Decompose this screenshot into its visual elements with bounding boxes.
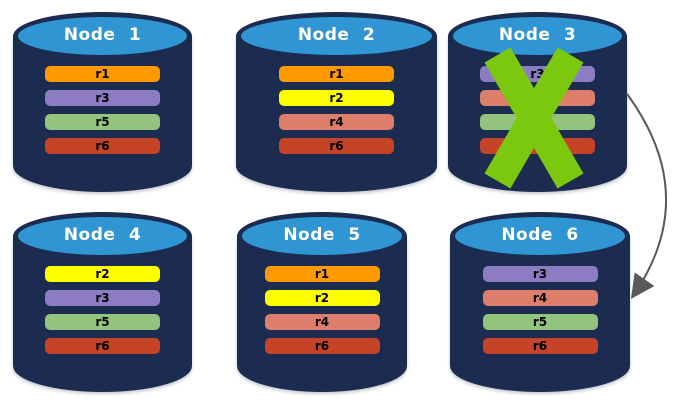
replica-row: r5 (45, 314, 160, 330)
replica-row-label: r6 (95, 339, 110, 353)
replica-row: r2 (279, 90, 394, 106)
replica-row-label: r5 (95, 315, 110, 329)
replica-row-label: r1 (314, 267, 330, 281)
arrow-path (626, 93, 667, 299)
replica-row: r6 (482, 338, 598, 354)
replica-row: r4 (264, 314, 380, 330)
node-4: Node 4 r2 r3 r5 r6 (13, 212, 192, 392)
replica-row: r6 (264, 338, 380, 354)
replica-row-label: r5 (95, 115, 110, 129)
node-title: Node 3 (498, 25, 577, 45)
replica-row-label: r6 (532, 339, 548, 353)
replica-row: r4 (482, 290, 598, 306)
replica-row: r2 (264, 290, 380, 306)
cylinder-top: Node 4 (13, 212, 192, 260)
replica-row-label: r2 (95, 267, 110, 281)
node-6: Node 6 r3 r4 r5 r6 (450, 212, 630, 392)
replica-row: r6 (45, 338, 160, 354)
replica-row-label: r4 (329, 115, 344, 129)
node-title: Node 6 (501, 225, 579, 245)
replica-rows: r2 r3 r5 r6 (13, 266, 192, 362)
replica-rows: r1 r2 r4 r6 (237, 266, 407, 362)
replica-row: r2 (45, 266, 160, 282)
replica-row: r1 (279, 66, 394, 82)
node-5: Node 5 r1 r2 r4 r6 (237, 212, 407, 392)
node-title: Node 4 (63, 225, 142, 245)
replica-row-label: r6 (329, 139, 344, 153)
replica-row: r4 (279, 114, 394, 130)
node-title: Node 1 (63, 25, 142, 45)
replica-row: r3 (45, 290, 160, 306)
cylinder-top: Node 6 (450, 212, 630, 260)
replica-row: r5 (482, 314, 598, 330)
replica-row-label: r1 (329, 67, 344, 81)
replica-row-label: r6 (95, 139, 110, 153)
node-title: Node 5 (283, 225, 361, 245)
replica-row: r6 (279, 138, 394, 154)
replica-row-label: r1 (95, 67, 110, 81)
x-mark-icon (484, 47, 584, 189)
node-title: Node 2 (297, 25, 376, 45)
x-stroke (484, 47, 584, 189)
replica-rows: r3 r4 r5 r6 (450, 266, 630, 362)
replica-row-label: r4 (532, 291, 548, 305)
replica-row: r1 (264, 266, 380, 282)
cylinder-top: Node 2 (236, 12, 437, 60)
cylinder-top: Node 3 (448, 12, 627, 60)
replica-row: r1 (45, 66, 160, 82)
replica-row-label: r3 (532, 267, 548, 281)
replica-row-label: r3 (95, 91, 110, 105)
replica-row-label: r2 (329, 91, 344, 105)
replica-row-label: r5 (532, 315, 548, 329)
replica-row: r6 (45, 138, 160, 154)
node-1: Node 1 r1 r3 r5 r6 (13, 12, 192, 192)
replica-row-label: r4 (314, 315, 330, 329)
cylinder-top: Node 5 (237, 212, 407, 260)
replica-rows: r1 r3 r5 r6 (13, 66, 192, 162)
replica-row: r3 (45, 90, 160, 106)
cylinder-top: Node 1 (13, 12, 192, 60)
node-2: Node 2 r1 r2 r4 r6 (236, 12, 437, 192)
replica-row-label: r2 (314, 291, 330, 305)
replica-row: r5 (45, 114, 160, 130)
replica-rows: r1 r2 r4 r6 (236, 66, 437, 162)
replica-row-label: r6 (314, 339, 330, 353)
replica-row-label: r3 (95, 291, 110, 305)
replica-row: r3 (482, 266, 598, 282)
